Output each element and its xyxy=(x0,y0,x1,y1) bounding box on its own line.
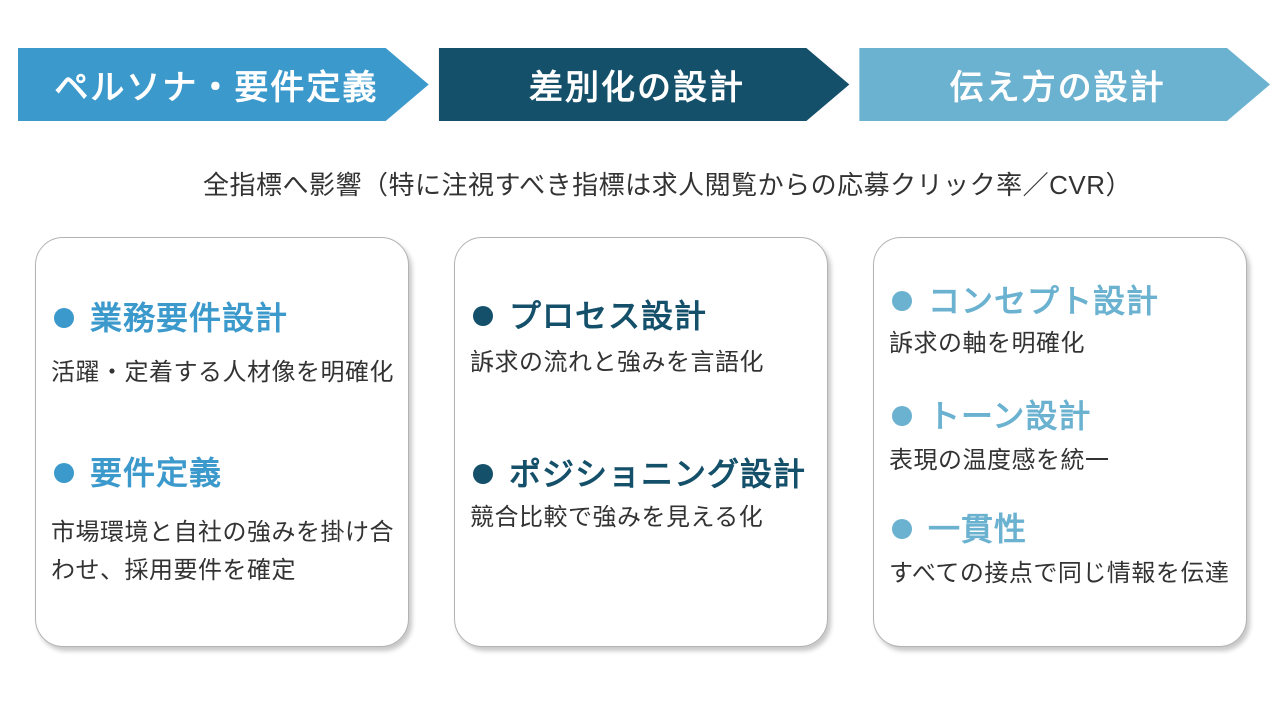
section-title: プロセス設計 xyxy=(470,296,817,336)
section-desc: すべての接点で同じ情報を伝達 xyxy=(889,560,1230,587)
section-desc: 競合比較で強みを見える化 xyxy=(470,504,764,531)
bullet-icon xyxy=(54,308,74,328)
step-arrow-persona: ペルソナ・要件定義 xyxy=(18,48,429,121)
section-title-text: 要件定義 xyxy=(90,455,223,491)
bullet-icon xyxy=(473,306,493,326)
section-title: ポジショニング設計 xyxy=(470,454,817,494)
card-section: トーン設計 表現の温度感を統一 xyxy=(889,396,1236,480)
section-title: 一貫性 xyxy=(889,509,1236,549)
step-arrow-communication: 伝え方の設計 xyxy=(859,48,1270,121)
section-desc: 表現の温度感を統一 xyxy=(889,447,1110,474)
card-section: コンセプト設計 訴求の軸を明確化 xyxy=(889,281,1236,363)
bullet-icon xyxy=(892,291,912,311)
card-differentiation: プロセス設計 訴求の流れと強みを言語化 ポジショニング設計 競合比較で強みを見え… xyxy=(454,237,828,647)
card-section: プロセス設計 訴求の流れと強みを言語化 xyxy=(470,296,817,382)
bullet-icon xyxy=(473,464,493,484)
card-persona-requirements: 業務要件設計 活躍・定着する人材像を明確化 要件定義 市場環境と自社の強みを掛け… xyxy=(35,237,409,647)
bullet-icon xyxy=(892,406,912,426)
card-section: 要件定義 市場環境と自社の強みを掛け合わせ、採用要件を確定 xyxy=(51,453,398,590)
card-section: 一貫性 すべての接点で同じ情報を伝達 xyxy=(889,509,1236,593)
impact-note: 全指標へ影響（特に注視すべき指標は求人閲覧からの応募クリック率／CVR） xyxy=(202,170,1133,200)
section-title-text: プロセス設計 xyxy=(509,298,708,334)
card-communication: コンセプト設計 訴求の軸を明確化 トーン設計 表現の温度感を統一 一貫性 すべて… xyxy=(873,237,1247,647)
section-title: 要件定義 xyxy=(51,453,398,493)
section-desc: 訴求の軸を明確化 xyxy=(889,330,1085,357)
step-label-persona: ペルソナ・要件定義 xyxy=(54,69,379,107)
section-title-text: 一貫性 xyxy=(928,511,1028,547)
step-label-communication: 伝え方の設計 xyxy=(949,69,1166,107)
bullet-icon xyxy=(54,463,74,483)
section-title-text: コンセプト設計 xyxy=(928,283,1160,319)
process-flow: ペルソナ・要件定義 差別化の設計 伝え方の設計 xyxy=(18,48,1270,121)
section-desc: 活躍・定着する人材像を明確化 xyxy=(51,359,394,386)
section-desc: 市場環境と自社の強みを掛け合わせ、採用要件を確定 xyxy=(51,519,394,584)
section-title: 業務要件設計 xyxy=(51,298,398,338)
section-title-text: ポジショニング設計 xyxy=(509,456,807,492)
step-label-differentiation: 差別化の設計 xyxy=(529,69,745,107)
card-section: ポジショニング設計 競合比較で強みを見える化 xyxy=(470,454,817,537)
card-section: 業務要件設計 活躍・定着する人材像を明確化 xyxy=(51,298,398,392)
section-title-text: トーン設計 xyxy=(928,398,1092,434)
section-desc: 訴求の流れと強みを言語化 xyxy=(470,349,764,376)
bullet-icon xyxy=(892,519,912,539)
detail-cards: 業務要件設計 活躍・定着する人材像を明確化 要件定義 市場環境と自社の強みを掛け… xyxy=(35,237,1247,647)
section-title: トーン設計 xyxy=(889,396,1236,436)
step-arrow-differentiation: 差別化の設計 xyxy=(439,48,850,121)
section-title: コンセプト設計 xyxy=(889,281,1236,321)
section-title-text: 業務要件設計 xyxy=(90,300,289,336)
